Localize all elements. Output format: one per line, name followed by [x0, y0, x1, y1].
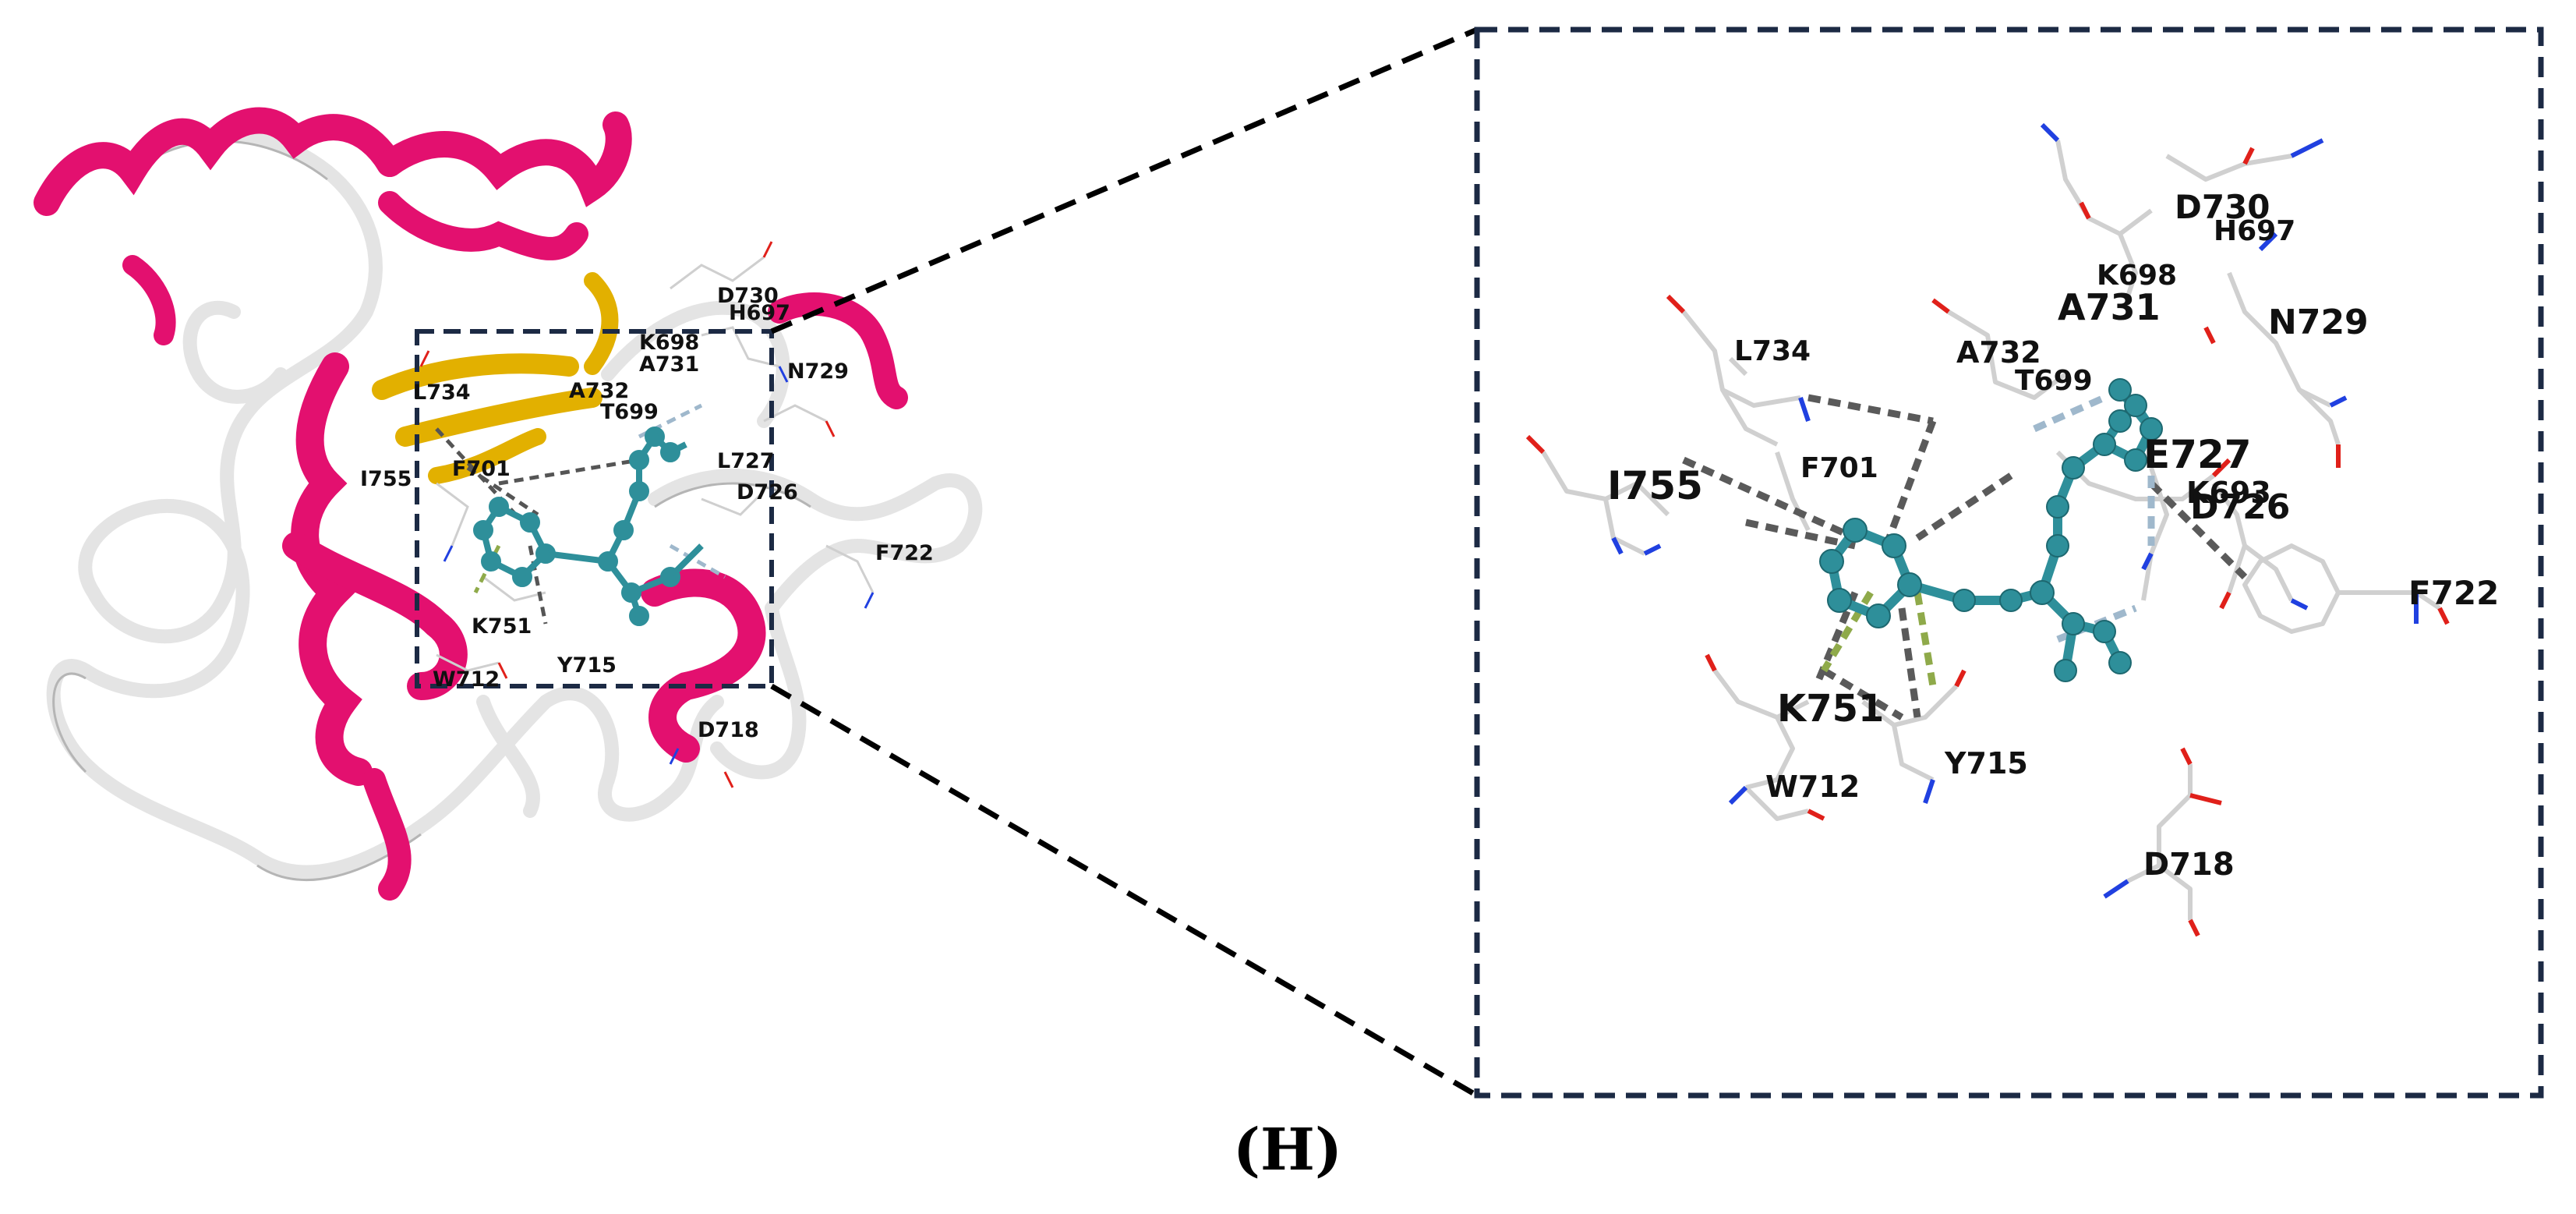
- pi-contact: [1821, 590, 1874, 673]
- label-a732: A732: [1956, 335, 2041, 370]
- hydrophobic-contact: [1745, 519, 1856, 550]
- label-f722: F722: [2408, 574, 2499, 612]
- overview-ligand: [473, 426, 704, 626]
- ov-label-l734: L734: [413, 380, 471, 405]
- hbond: [2033, 394, 2106, 433]
- helix-segments: [34, 107, 908, 901]
- figure-caption: (H): [1233, 1117, 1342, 1184]
- label-w712: W712: [1765, 770, 1860, 804]
- ov-label-f722: F722: [875, 541, 934, 565]
- ov-label-k751: K751: [472, 614, 532, 639]
- overview-zoom-box: [415, 329, 774, 688]
- label-k751: K751: [1777, 687, 1884, 731]
- zoom-panel-frame: [1474, 27, 2544, 1099]
- protein-overview: D730 H697 K698 A731 L734 A732 T699 N729 …: [34, 107, 983, 901]
- label-h697: H697: [2214, 215, 2295, 247]
- label-a731: A731: [2058, 286, 2161, 328]
- overview-sidechains: [419, 241, 875, 788]
- label-f701: F701: [1800, 452, 1878, 484]
- ov-label-i755: I755: [360, 467, 412, 491]
- connector-bottom: [770, 683, 1479, 1099]
- ov-label-d730: D730: [717, 284, 779, 308]
- ov-label-d726: D726: [737, 480, 798, 504]
- hydrophobic-contact: [1882, 419, 1937, 547]
- zoom-panel: D730 H697 K698 A731 N729 L734 A732 T699 …: [1525, 122, 2499, 937]
- label-d726: D726: [2190, 487, 2290, 527]
- hydrophobic-contact: [1822, 667, 1904, 720]
- label-y715: Y715: [1944, 746, 2028, 780]
- hydrophobic-contact: [2148, 480, 2248, 580]
- zoom-residue-sticks: [1541, 138, 2441, 920]
- ov-label-h697: H697: [729, 301, 790, 325]
- ov-label-w712: W712: [433, 667, 500, 692]
- ov-label-a731: A731: [639, 352, 699, 377]
- hydrophobic-contact: [1807, 394, 1934, 425]
- zoom-connectors: [770, 27, 1479, 1099]
- label-e727: E727: [2143, 432, 2252, 477]
- hydrophobic-contact: [1915, 473, 2013, 541]
- zoom-ligand: [1819, 378, 2163, 682]
- ov-label-f701: F701: [452, 457, 511, 481]
- label-l734: L734: [1734, 335, 1811, 367]
- ov-label-d718: D718: [698, 718, 759, 742]
- label-d730: D730: [2175, 188, 2270, 226]
- zoom-labels: D730 H697 K698 A731 N729 L734 A732 T699 …: [1607, 188, 2499, 883]
- label-n729: N729: [2268, 303, 2369, 342]
- ov-label-y715: Y715: [557, 653, 617, 678]
- beta-sheets: [372, 272, 619, 484]
- hydrophobic-contact: [1812, 591, 1859, 688]
- coil-backbone: [46, 126, 983, 880]
- label-d718: D718: [2143, 847, 2235, 883]
- ov-label-k698: K698: [639, 331, 699, 355]
- hydrophobic-contact: [1898, 607, 1921, 718]
- overview-labels: D730 H697 K698 A731 L734 A732 T699 N729 …: [360, 284, 934, 742]
- ov-label-l727: L727: [717, 449, 775, 473]
- label-k693: K693: [2186, 476, 2271, 510]
- connector-top: [770, 27, 1479, 334]
- zoom-interactions: [1682, 394, 2248, 720]
- zoom-heteroatoms: [1525, 122, 2450, 937]
- label-i755: I755: [1607, 463, 1703, 508]
- label-k698: K698: [2097, 260, 2177, 292]
- ov-label-n729: N729: [787, 359, 849, 384]
- hydrophobic-contact: [1682, 456, 1857, 542]
- label-t699: T699: [2015, 365, 2093, 397]
- ov-label-t699: T699: [600, 400, 659, 424]
- pi-contact: [1913, 592, 1937, 687]
- ov-label-a732: A732: [569, 379, 629, 403]
